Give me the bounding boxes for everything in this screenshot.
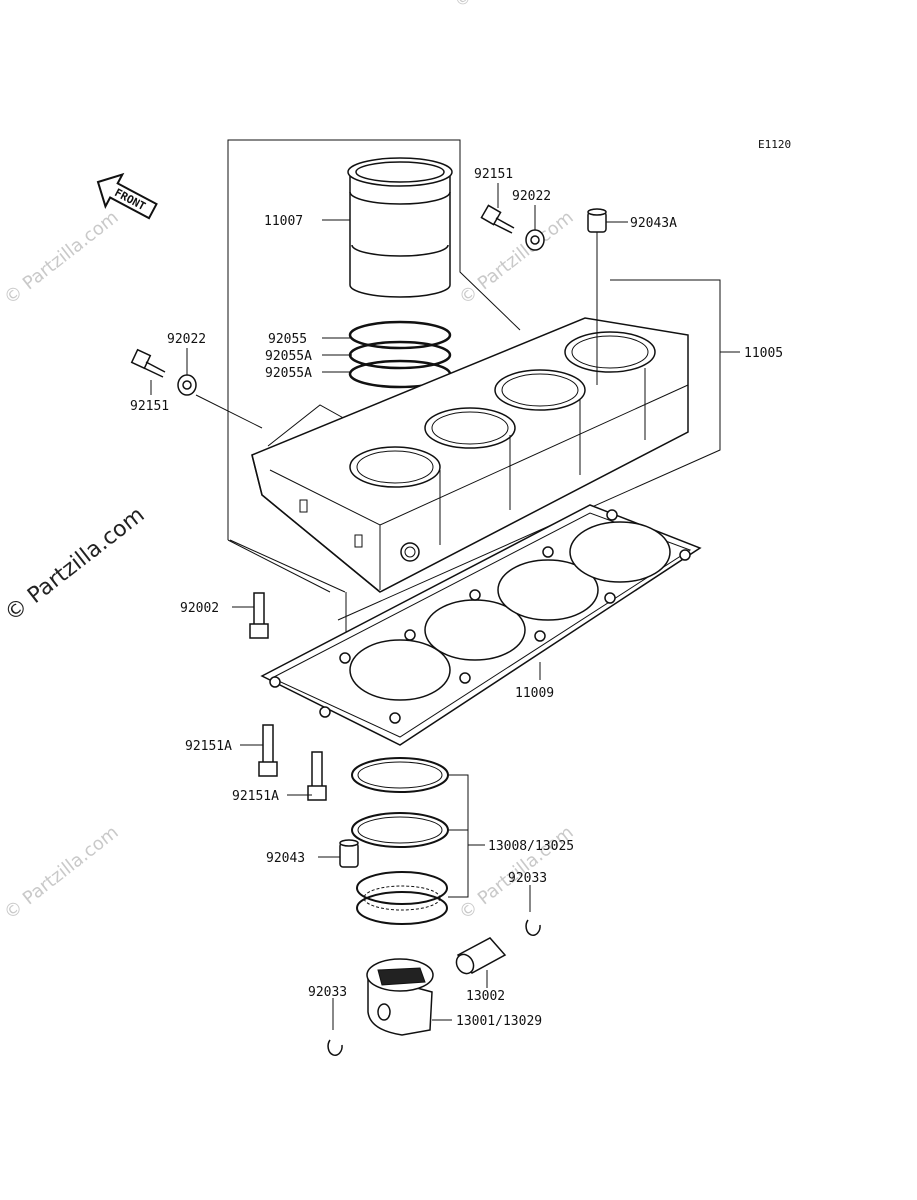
washer-92022-top-icon [525,229,545,251]
part-label-11009[interactable]: 11009 [515,686,554,701]
part-label-92033-right[interactable]: 92033 [508,871,547,886]
part-label-92022-left[interactable]: 92022 [167,332,206,347]
piston-pin-icon [455,937,507,975]
part-label-13008-13025[interactable]: 13008/13025 [488,839,574,854]
piston-icon [366,958,434,1036]
part-label-92151-left[interactable]: 92151 [130,399,169,414]
part-label-13002[interactable]: 13002 [466,989,505,1004]
part-label-92151A-1[interactable]: 92151A [185,739,232,754]
part-label-92055A-1[interactable]: 92055A [265,349,312,364]
piston-rings [351,757,449,925]
part-label-92055[interactable]: 92055 [268,332,307,347]
bolt-92151-left-icon [130,348,166,378]
dowel-92043-icon [339,839,359,868]
part-label-92002[interactable]: 92002 [180,601,219,616]
part-label-92151-top[interactable]: 92151 [474,167,513,182]
bolt-92002-icon [249,592,269,639]
head-gasket [260,504,702,746]
cylinder-sleeve [347,157,453,298]
part-label-92043A[interactable]: 92043A [630,216,677,231]
part-label-13001-13029[interactable]: 13001/13029 [456,1014,542,1029]
part-label-92033-left[interactable]: 92033 [308,985,347,1000]
watermark-text: © Partzilla.com [455,207,577,309]
watermark-text: © Partzilla.com [0,207,122,309]
watermark-text: © Partzilla.com [451,0,560,11]
leader-lines [150,183,740,1030]
bolt-92151A-2-icon [307,751,327,801]
part-label-11007[interactable]: 11007 [264,214,303,229]
part-label-11005[interactable]: 11005 [744,346,783,361]
diagram-code: E1120 [758,138,791,151]
dowel-92043A-icon [587,208,607,233]
part-label-92043[interactable]: 92043 [266,851,305,866]
watermark-main: © Partzilla.com [0,503,149,627]
circlip-left-icon [327,1039,343,1056]
part-label-92151A-2[interactable]: 92151A [232,789,279,804]
part-labels: 11007 92151 92022 92043A 92022 92151 920… [130,167,783,1029]
washer-92022-left-icon [177,374,197,396]
part-label-92022-top[interactable]: 92022 [512,189,551,204]
watermark-text: © Partzilla.com [0,822,122,924]
cylinder-rings [348,320,452,389]
cylinder-block [251,317,689,593]
bolt-92151-top-icon [480,204,515,234]
bolt-92151A-1-icon [258,724,278,777]
circlip-right-icon [525,919,541,936]
part-label-92055A-2[interactable]: 92055A [265,366,312,381]
